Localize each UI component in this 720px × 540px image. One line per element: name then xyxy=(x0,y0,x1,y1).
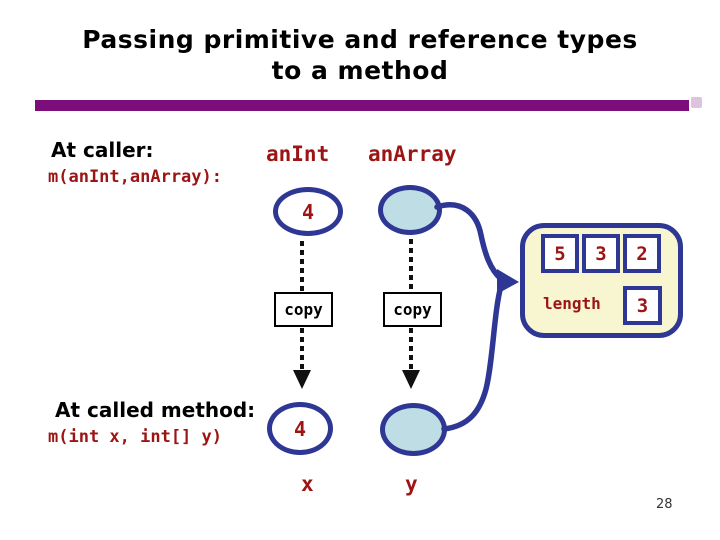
array-length-label: length xyxy=(543,294,601,313)
page-number: 28 xyxy=(656,497,673,512)
array-cell-2-value: 2 xyxy=(636,242,648,265)
copy-arrow-left-arrowhead xyxy=(293,370,311,389)
array-length-value: 3 xyxy=(636,294,649,317)
slide-title: Passing primitive and reference types to… xyxy=(0,24,720,86)
copy-arrow-left-top-segment xyxy=(300,241,304,291)
copy-box-right: copy xyxy=(383,292,442,327)
copy-label-left: copy xyxy=(284,300,323,319)
y-ref-ellipse xyxy=(380,403,447,456)
x-label: x xyxy=(301,472,314,496)
reference-arrowhead xyxy=(497,269,519,294)
title-divider-tail xyxy=(691,97,702,108)
title-line-2: to a method xyxy=(271,56,449,85)
anint-label: anInt xyxy=(266,142,330,166)
top-reference-curve xyxy=(434,202,504,282)
copy-arrow-right-top-segment xyxy=(409,239,413,291)
copy-box-left: copy xyxy=(274,292,333,327)
copy-arrow-right-arrowhead xyxy=(402,370,420,389)
y-label: y xyxy=(405,472,418,496)
anarray-ref-ellipse xyxy=(378,185,442,235)
caller-code: m(anInt,anArray): xyxy=(48,167,222,187)
copy-arrow-right-bottom-segment xyxy=(409,328,413,369)
title-line-1: Passing primitive and reference types xyxy=(82,25,638,54)
x-value-text: 4 xyxy=(293,416,307,441)
array-length-cell: 3 xyxy=(623,286,662,325)
bottom-reference-curve xyxy=(441,283,504,432)
caller-section-label: At caller: xyxy=(51,138,154,162)
array-cell-1: 3 xyxy=(582,234,620,273)
copy-arrow-left-bottom-segment xyxy=(300,328,304,369)
copy-label-right: copy xyxy=(393,300,432,319)
anint-value-ellipse: 4 xyxy=(273,187,343,236)
array-cell-0-value: 5 xyxy=(554,242,566,265)
called-code: m(int x, int[] y) xyxy=(48,427,222,447)
anarray-label: anArray xyxy=(368,142,457,166)
array-cell-0: 5 xyxy=(541,234,579,273)
array-cell-2: 2 xyxy=(623,234,661,273)
called-section-label: At called method: xyxy=(55,398,256,422)
x-value-ellipse: 4 xyxy=(267,402,333,455)
array-cell-1-value: 3 xyxy=(595,242,607,265)
anint-value-text: 4 xyxy=(301,199,315,224)
title-divider xyxy=(35,100,689,111)
